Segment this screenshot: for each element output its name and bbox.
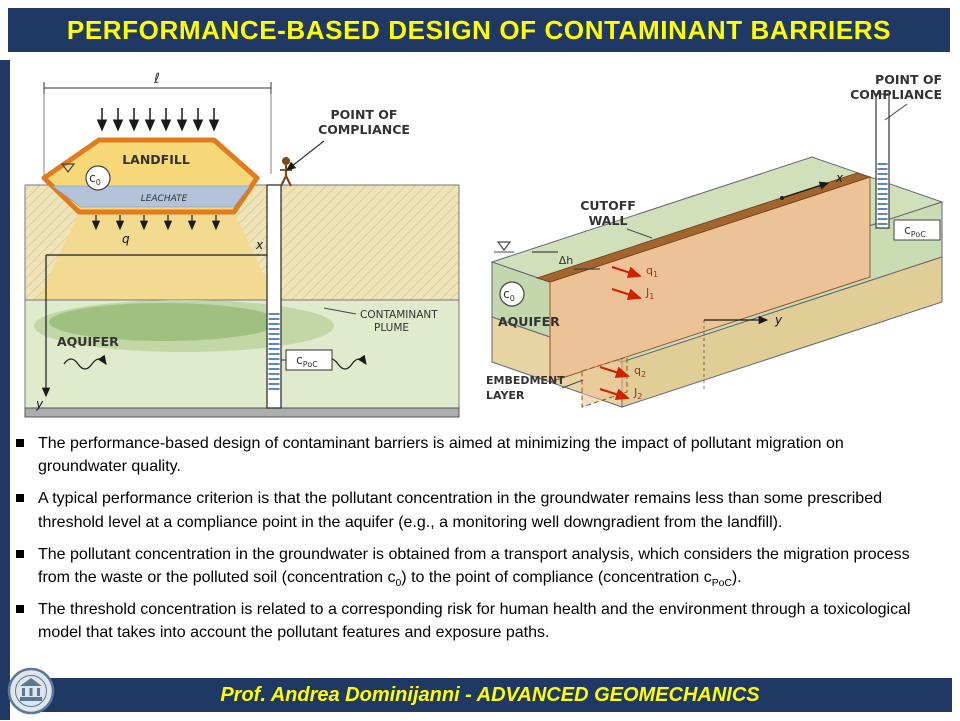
person-figure: [280, 157, 292, 187]
landfill-label: LANDFILL: [122, 152, 190, 167]
embedment-label-line2: LAYER: [486, 389, 525, 402]
c0-circle: [85, 165, 111, 191]
cpoc-box: cPoC: [893, 219, 941, 241]
cutoff-wall-svg: Δh c0 q1 J1 q2 J2 x y CUTOFF WALL AQUIFE…: [486, 72, 944, 408]
poc-label-line1: POINT OF: [331, 107, 398, 122]
length-dimension: [43, 82, 272, 176]
university-logo: [6, 666, 56, 716]
monitoring-well: [266, 184, 282, 409]
length-symbol: ℓ: [153, 71, 160, 87]
c0-circle: [499, 281, 525, 307]
footer-credit: Prof. Andrea Dominijanni - ADVANCED GEOM…: [220, 683, 760, 706]
embedment-label-line1: EMBEDMENT: [486, 374, 565, 387]
seepage-arrows: [91, 215, 221, 231]
q-label: q: [122, 232, 130, 246]
y-axis-label: y: [35, 397, 44, 411]
poc-leader-line: [884, 103, 908, 121]
recharge-arrows: [96, 108, 220, 132]
bullet-text-3: The pollutant concentration in the groun…: [38, 545, 910, 590]
leachate-label: LEACHATE: [141, 194, 188, 204]
cpoc-box: cPoC: [281, 349, 333, 371]
q2-label: q2: [634, 364, 646, 379]
poc-pointer-arrow: [286, 140, 325, 171]
cutoff-wall-label-line2: WALL: [589, 213, 628, 228]
bullet-marker: [16, 494, 24, 503]
cutoff-wall-label-line1: CUTOFF: [580, 198, 636, 213]
aquifer-label: AQUIFER: [498, 314, 560, 329]
bullet-item: The threshold concentration is related t…: [16, 598, 936, 644]
well-screen: [268, 312, 280, 392]
cutoff-wall-leader: [626, 228, 653, 239]
x-axis-label: x: [255, 238, 264, 252]
water-table-icon: [60, 163, 76, 173]
x-axis-label: x: [835, 171, 844, 185]
slide-title-bar: PERFORMANCE-BASED DESIGN OF CONTAMINANT …: [8, 8, 950, 52]
cutoff-wall-cap: [535, 172, 872, 283]
aquifer-label: AQUIFER: [57, 334, 119, 349]
y-axis-label: y: [774, 313, 783, 327]
bullet-marker: [16, 439, 24, 447]
poc-label-line2: COMPLIANCE: [318, 122, 410, 137]
bullet-item: The pollutant concentration in the groun…: [16, 543, 936, 589]
delta-h-label: Δh: [559, 254, 574, 267]
plume-label-line2: PLUME: [374, 322, 409, 334]
water-table-icon: [496, 241, 512, 251]
leachate-layer: [51, 185, 251, 208]
bullet-text-4: The threshold concentration is related t…: [38, 601, 911, 642]
plume-leader-line: [323, 307, 357, 315]
j1-label: J1: [645, 286, 654, 301]
bullet-item: A typical performance criterion is that …: [16, 487, 936, 533]
bullet-marker: [16, 549, 24, 558]
poc-label-line1: POINT OF: [875, 72, 942, 87]
aquifer-flux-arrows: [611, 266, 642, 301]
well-screen: [877, 160, 888, 226]
contaminant-plume-inner: [49, 303, 279, 341]
bullet-item: The performance-based design of contamin…: [16, 432, 936, 478]
poc-label-line2: COMPLIANCE: [850, 87, 942, 102]
landfill-cross-section: ℓ LANDFILL LEACHATE c0 q x y AQUIFER: [24, 62, 464, 422]
embedment-leader: [561, 379, 584, 389]
x-axis: [781, 181, 830, 199]
embedment-flux-arrows: [599, 366, 630, 401]
plume-label-line1: CONTAMINANT: [360, 309, 438, 321]
c0-label: c0: [89, 171, 101, 187]
footer-bar: Prof. Andrea Dominijanni - ADVANCED GEOM…: [28, 678, 952, 712]
bullet-text-2: A typical performance criterion is that …: [38, 490, 882, 531]
bullet-list: The performance-based design of contamin…: [16, 432, 936, 654]
slide-title: PERFORMANCE-BASED DESIGN OF CONTAMINANT …: [66, 14, 892, 45]
bullet-text-1: The performance-based design of contamin…: [38, 435, 844, 476]
leachate-migration-zone: [38, 212, 276, 300]
university-logo-icon: [7, 667, 55, 715]
landfill-cross-section-svg: ℓ LANDFILL LEACHATE c0 q x y AQUIFER: [24, 71, 460, 418]
left-accent-stripe: [0, 60, 10, 720]
cutoff-wall-block-diagram: Δh c0 q1 J1 q2 J2 x y CUTOFF WALL AQUIFE…: [482, 62, 952, 422]
q1-label: q1: [646, 264, 658, 279]
cpoc-label: cPoC: [904, 223, 926, 239]
cpoc-label: cPoC: [296, 353, 318, 369]
j2-label: J2: [633, 386, 642, 401]
monitoring-well: [875, 93, 890, 229]
bullet-marker: [16, 605, 24, 614]
groundwater-flow-icon: [63, 354, 107, 370]
c0-label: c0: [503, 287, 515, 303]
aquitard-base: [24, 407, 460, 418]
